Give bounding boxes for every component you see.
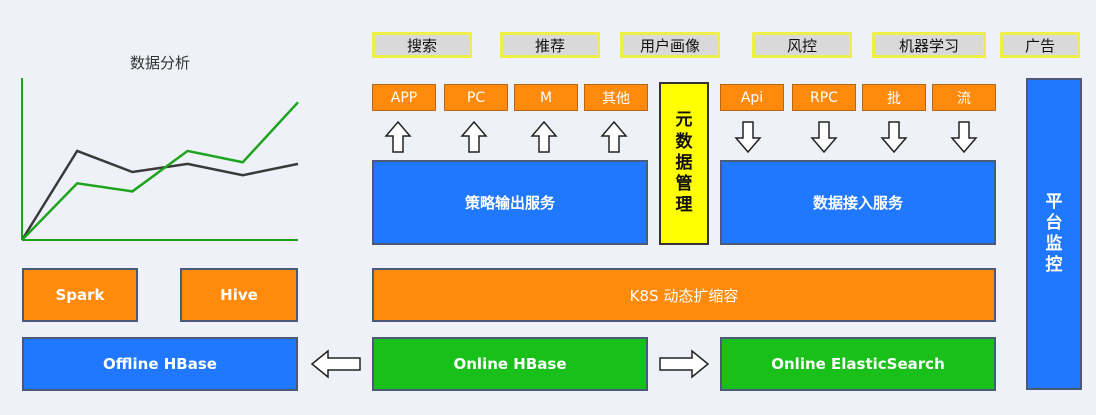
down-arrow-icon xyxy=(950,121,978,154)
series-line-1 xyxy=(20,149,299,241)
vertical-char: 管 xyxy=(675,174,693,195)
input-source-box: RPC xyxy=(792,84,856,111)
vertical-char: 控 xyxy=(1045,255,1063,276)
platform-monitor: 平台监控 xyxy=(1026,78,1082,390)
left-arrow-icon xyxy=(310,349,361,379)
vertical-char: 据 xyxy=(675,152,693,173)
vertical-char: 平 xyxy=(1045,191,1063,212)
down-arrows xyxy=(734,121,978,154)
strategy-output-service: 策略输出服务 xyxy=(372,160,648,245)
output-client-box: APP xyxy=(372,84,436,111)
top-tag: 用户画像 xyxy=(620,32,720,58)
up-arrow-icon xyxy=(384,120,412,153)
series-line-2 xyxy=(21,101,299,241)
up-arrow-icon xyxy=(530,120,558,153)
line-chart xyxy=(20,78,299,241)
vertical-char: 监 xyxy=(1045,234,1063,254)
right-arrow xyxy=(659,349,710,379)
k8s-autoscaling: K8S 动态扩缩容 xyxy=(372,268,996,322)
vertical-char: 数 xyxy=(675,131,693,152)
up-arrow-icon xyxy=(600,120,628,153)
data-ingest-service: 数据接入服务 xyxy=(720,160,996,245)
input-source-box: 流 xyxy=(932,84,996,111)
top-tag: 机器学习 xyxy=(872,32,986,58)
down-arrow-icon xyxy=(810,121,838,154)
offline-hbase: Offline HBase xyxy=(22,337,298,391)
top-tag: 推荐 xyxy=(500,32,600,58)
metadata-management: 元数据管理 xyxy=(659,82,709,245)
spark-box: Spark xyxy=(22,268,138,322)
vertical-char: 理 xyxy=(675,195,693,216)
down-arrow-icon xyxy=(734,121,762,154)
output-client-box: M xyxy=(514,84,578,111)
top-tag: 风控 xyxy=(752,32,852,58)
output-client-box: PC xyxy=(444,84,508,111)
vertical-char: 元 xyxy=(675,110,693,131)
top-tag: 搜索 xyxy=(372,32,472,58)
input-source-box: 批 xyxy=(862,84,926,111)
left-arrow xyxy=(310,349,361,379)
online-elasticsearch: Online ElasticSearch xyxy=(720,337,996,391)
chart-title: 数据分析 xyxy=(129,54,190,72)
top-tag: 广告 xyxy=(1000,32,1080,58)
online-hbase: Online HBase xyxy=(372,337,648,391)
up-arrow-icon xyxy=(460,120,488,153)
chart-series-group xyxy=(20,101,299,241)
output-client-box: 其他 xyxy=(584,84,648,111)
hive-box: Hive xyxy=(180,268,298,322)
input-source-box: Api xyxy=(720,84,784,111)
down-arrow-icon xyxy=(880,121,908,154)
right-arrow-icon xyxy=(659,349,710,379)
vertical-char: 台 xyxy=(1045,212,1063,233)
up-arrows xyxy=(384,120,628,153)
